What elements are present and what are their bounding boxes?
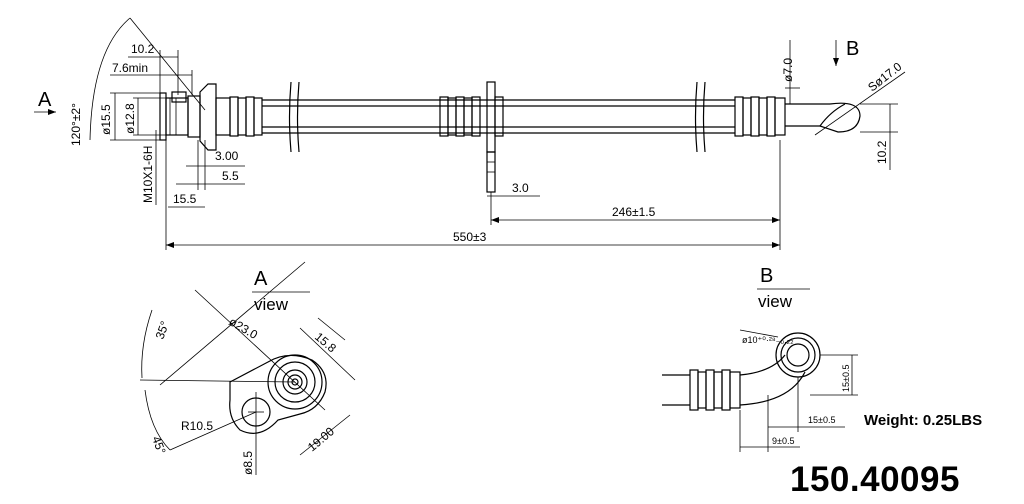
view-a-45deg: 45° <box>149 434 168 456</box>
part-number: 150.40095 <box>790 460 960 499</box>
dim-phi15-5: ø15.5 <box>99 104 113 135</box>
view-b-letter: B <box>760 265 773 287</box>
dim-246: 246±1.5 <box>612 205 656 219</box>
view-a-19-00: 19.00 <box>305 424 337 454</box>
dim-m10: M10X1-6H <box>141 146 155 203</box>
angle-120-label: 120°±2° <box>69 103 83 146</box>
view-a-r10-5: R10.5 <box>181 419 213 433</box>
view-a-35deg: 35° <box>153 319 172 341</box>
dim-15-5: 15.5 <box>173 192 197 206</box>
dim-10-2-right: 10.2 <box>875 140 889 164</box>
view-b-phi10: ø10⁺⁰·²⁸₋₀.₂₂ <box>742 335 794 345</box>
dim-7-6min: 7.6min <box>112 61 148 75</box>
dim-10-2-top: 10.2 <box>131 42 155 56</box>
view-b-15-vertical: 15±0.5 <box>841 365 851 392</box>
b-arrow-label: B <box>846 38 859 60</box>
view-a-15-8: 15.8 <box>312 330 339 356</box>
view-b-9: 9±0.5 <box>772 436 794 446</box>
dim-3-00: 3.00 <box>215 149 239 163</box>
view-a: A view 35° 45° ø23.0 15.8 R10.5 19.00 ø8… <box>139 261 356 475</box>
dim-550: 550±3 <box>453 230 487 244</box>
dim-phi12-8: ø12.8 <box>123 103 137 134</box>
view-b-word: view <box>758 292 793 311</box>
main-dimensions: A 120°±2° 10.2 7.6min ø15.5 ø12.8 M10X1-… <box>34 17 906 250</box>
hose-side-view <box>159 81 861 193</box>
view-a-phi8-5: ø8.5 <box>241 451 255 475</box>
dim-3-0: 3.0 <box>512 181 529 195</box>
view-b-15-horizontal: 15±0.5 <box>808 415 835 425</box>
dim-5-5: 5.5 <box>222 169 239 183</box>
weight-label: Weight: 0.25LBS <box>864 412 983 429</box>
a-arrow-label: A <box>38 89 52 111</box>
view-a-word: view <box>254 295 289 314</box>
dim-phi7-0: ø7.0 <box>781 58 795 82</box>
view-b: B view ø10⁺⁰·²⁸₋₀.₂₂ 15±0.5 15±0.5 9±0.5 <box>662 265 858 452</box>
view-a-phi23: ø23.0 <box>227 314 261 342</box>
view-a-letter: A <box>254 268 268 290</box>
